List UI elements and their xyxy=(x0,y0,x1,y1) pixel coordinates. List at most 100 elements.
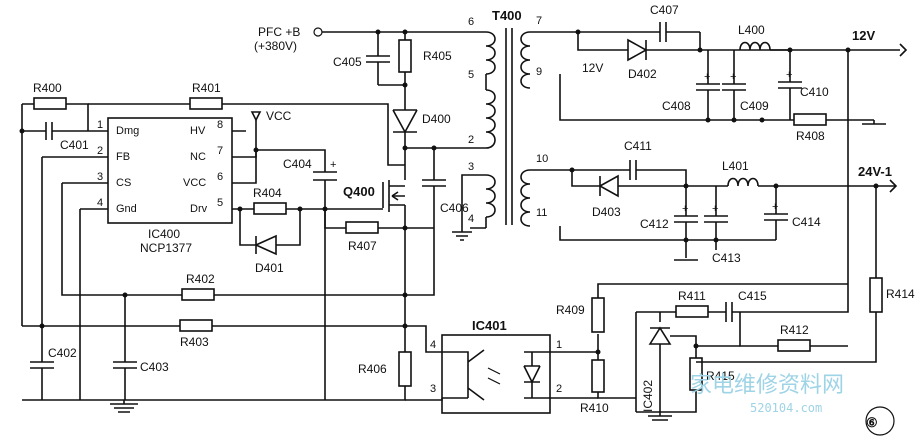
ic400-pin-dmg: Dmg xyxy=(116,125,139,137)
r412-label: R412 xyxy=(780,323,809,337)
ic400-name: IC400 xyxy=(148,227,180,241)
svg-text:+: + xyxy=(730,71,736,83)
d400-label: D400 xyxy=(422,112,451,126)
c415-label: C415 xyxy=(738,289,767,303)
vcc-label: VCC xyxy=(266,109,292,123)
pin11: 11 xyxy=(536,207,547,219)
out24-label: 24V-1 xyxy=(858,164,892,179)
cap-c405 xyxy=(366,32,390,85)
cap-c403 xyxy=(113,295,137,400)
watermark-url: 520104.com xyxy=(750,401,822,415)
ic402-label: IC402 xyxy=(641,380,655,412)
r407-label: R407 xyxy=(348,239,377,253)
c402-label: C402 xyxy=(48,346,77,360)
inductor-l400 xyxy=(739,41,771,51)
cap-c415 xyxy=(708,302,740,322)
ic400-pinnum-5: 5 xyxy=(217,197,223,209)
r414-label: R414 xyxy=(886,287,915,301)
pin4: 4 xyxy=(468,213,474,225)
c401-label: C401 xyxy=(60,138,89,152)
svg-text:+: + xyxy=(330,159,336,171)
r409-label: R409 xyxy=(556,303,585,317)
cap-c407 xyxy=(578,22,700,42)
transformer-core xyxy=(505,28,513,225)
pfc-input-terminal xyxy=(313,27,323,37)
c409-label: C409 xyxy=(740,99,769,113)
resistor-r409 xyxy=(591,297,605,333)
c407-label: C407 xyxy=(650,3,679,17)
d403-label: D403 xyxy=(592,205,621,219)
pin7: 7 xyxy=(536,15,542,27)
opto-led xyxy=(523,351,550,399)
r404-label: R404 xyxy=(253,186,282,200)
resistor-r404 xyxy=(253,202,287,215)
transformer-primary-winding xyxy=(485,31,496,149)
cap-c409 xyxy=(722,50,746,120)
pin2: 2 xyxy=(468,134,474,146)
c405-label: C405 xyxy=(333,55,362,69)
resistor-r402 xyxy=(181,288,215,301)
r411-label: R411 xyxy=(678,289,706,303)
c410-label: C410 xyxy=(800,85,829,99)
ic400-pinnum-3: 3 xyxy=(97,171,103,183)
resistor-r408 xyxy=(793,113,827,126)
pin3: 3 xyxy=(468,161,474,173)
figure-number-badge xyxy=(865,406,895,436)
cap-c404 xyxy=(313,171,337,209)
ic400-pin-cs: CS xyxy=(116,177,131,189)
ic400-pinnum-1: 1 xyxy=(97,119,103,131)
pin5: 5 xyxy=(468,69,474,81)
ic400-pin-fb: FB xyxy=(116,151,130,163)
ic400-pinnum-4: 4 xyxy=(97,197,103,209)
t400-label: T400 xyxy=(492,8,522,23)
resistor-r412 xyxy=(777,339,811,352)
resistor-r403 xyxy=(179,319,213,332)
c411-label: C411 xyxy=(624,139,652,153)
svg-text:+: + xyxy=(682,203,688,215)
r415-label: R415 xyxy=(706,369,735,383)
ground-secondary xyxy=(648,415,672,421)
diode-d400 xyxy=(392,85,418,148)
diode-d401 xyxy=(239,209,301,256)
cap-c414 xyxy=(764,186,788,240)
arrow-24v-icon xyxy=(889,179,898,193)
resistor-r406 xyxy=(398,351,412,387)
pin10: 10 xyxy=(536,153,548,165)
svg-text:+: + xyxy=(704,71,710,83)
c412-label: C412 xyxy=(640,217,669,231)
diode-d402 xyxy=(622,32,701,62)
figure-number: ⑥ xyxy=(866,415,878,430)
opto-light-icon xyxy=(487,367,501,385)
r405-label: R405 xyxy=(423,49,452,63)
d401-label: D401 xyxy=(255,261,284,275)
ic401-pin3: 3 xyxy=(430,383,436,395)
c404-label: C404 xyxy=(283,157,312,171)
resistor-r407 xyxy=(345,221,379,234)
r406-label: R406 xyxy=(358,362,387,376)
ic400-pin-nc: NC xyxy=(190,151,206,163)
cap-c408 xyxy=(696,50,720,120)
ic400-pin-hv: HV xyxy=(190,125,206,137)
resistor-r410 xyxy=(591,359,605,393)
ic400-body xyxy=(107,117,233,224)
r401-label: R401 xyxy=(192,81,221,95)
ic400-part: NCP1377 xyxy=(140,241,192,255)
cap-c413 xyxy=(704,186,728,250)
r402-label: R402 xyxy=(186,272,215,286)
pin9: 9 xyxy=(536,66,542,78)
c414-label: C414 xyxy=(792,215,821,229)
ic401-pin1: 1 xyxy=(556,339,562,351)
vcc-probe-icon xyxy=(250,111,262,122)
out12-label: 12V xyxy=(852,28,875,43)
resistor-r411 xyxy=(675,305,709,318)
svg-text:+: + xyxy=(772,201,778,213)
resistor-r400 xyxy=(33,97,67,110)
pfc-label: PFC +B xyxy=(258,25,300,39)
arrow-12v-icon xyxy=(899,43,908,57)
cap-c412 xyxy=(674,186,698,250)
watermark-text: 家电维修资料网 xyxy=(690,373,844,398)
ic401-pin4: 4 xyxy=(430,339,436,351)
ic400-pin-vcc: VCC xyxy=(183,177,206,189)
ic401-name: IC401 xyxy=(472,318,507,333)
